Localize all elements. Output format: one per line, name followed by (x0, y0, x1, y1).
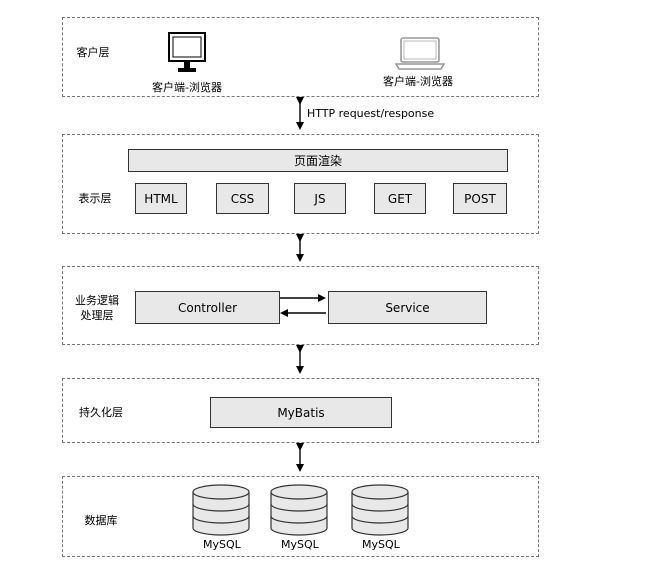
client-layer: 客户层 客户端-浏览器 客户端-浏览器 (62, 17, 539, 97)
html-box: HTML (135, 183, 187, 214)
http-connector-label: HTTP request/response (307, 107, 435, 120)
laptop-caption: 客户端-浏览器 (383, 75, 453, 88)
business-layer-label-line2: 处理层 (80, 309, 114, 322)
business-layer-label: 业务逻辑 处理层 (71, 293, 123, 323)
persistence-layer-label: 持久化层 (79, 406, 123, 419)
get-box: GET (374, 183, 426, 214)
mybatis-box: MyBatis (210, 397, 392, 428)
mysql-caption-2: MySQL (281, 538, 319, 551)
laptop-icon (395, 37, 445, 70)
js-box: JS (294, 183, 346, 214)
mysql-caption-3: MySQL (362, 538, 400, 551)
monitor-caption: 客户端-浏览器 (152, 81, 222, 94)
business-layer-label-line1: 业务逻辑 (75, 294, 119, 307)
client-layer-label: 客户层 (76, 46, 110, 59)
css-box: CSS (216, 183, 269, 214)
service-box: Service (328, 291, 487, 324)
database-layer-label: 数据库 (84, 514, 118, 527)
desktop-monitor-icon (168, 32, 206, 72)
presentation-layer: 表示层 页面渲染 HTML CSS JS GET POST (62, 134, 539, 234)
post-box: POST (453, 183, 507, 214)
persistence-layer: 持久化层 MyBatis (62, 378, 539, 443)
presentation-layer-label: 表示层 (78, 192, 112, 205)
business-logic-layer: 业务逻辑 处理层 Controller Service (62, 266, 539, 345)
database-cylinder-icon-2 (270, 484, 328, 536)
page-render-box: 页面渲染 (128, 149, 508, 172)
mysql-caption-1: MySQL (203, 538, 241, 551)
controller-box: Controller (135, 291, 280, 324)
database-cylinder-icon-3 (351, 484, 409, 536)
database-cylinder-icon-1 (192, 484, 250, 536)
